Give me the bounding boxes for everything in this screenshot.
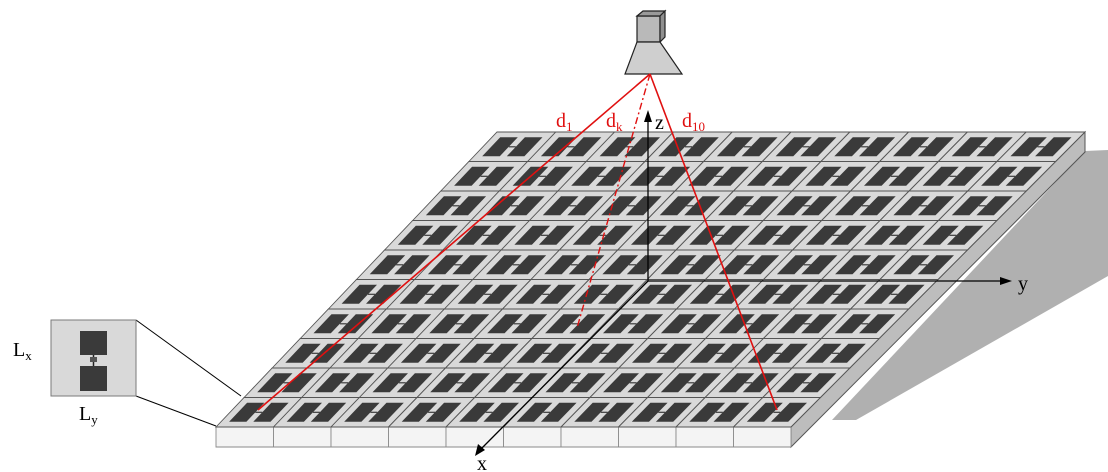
inset-varactor-icon [90,357,97,362]
front-face-cell [389,427,447,447]
x-axis-label: x [477,453,487,472]
front-face-cell [274,427,332,447]
front-face-cell [446,427,504,447]
inset-leader-bottom [136,396,216,426]
z-axis-arrowhead [644,110,652,122]
z-axis-label: z [655,112,664,134]
front-face-cell [561,427,619,447]
front-face-cell [504,427,562,447]
d10-label: d10 [682,110,705,134]
front-face-cell [734,427,792,447]
inset-patch-top [80,331,107,355]
front-face-cell [331,427,389,447]
lx-label: Lx [13,339,32,363]
front-face-cell [619,427,677,447]
feed-horn-icon [625,11,682,74]
front-face-cell [676,427,734,447]
front-face-cell [216,427,274,447]
ly-label: Ly [79,403,98,427]
dk-label: dk [606,110,623,134]
y-axis-label: y [1018,273,1028,295]
array-front-face [216,427,791,447]
inset-leader-top [136,320,241,396]
d1-label: d1 [556,110,573,134]
inset-patch-bottom [80,366,107,391]
